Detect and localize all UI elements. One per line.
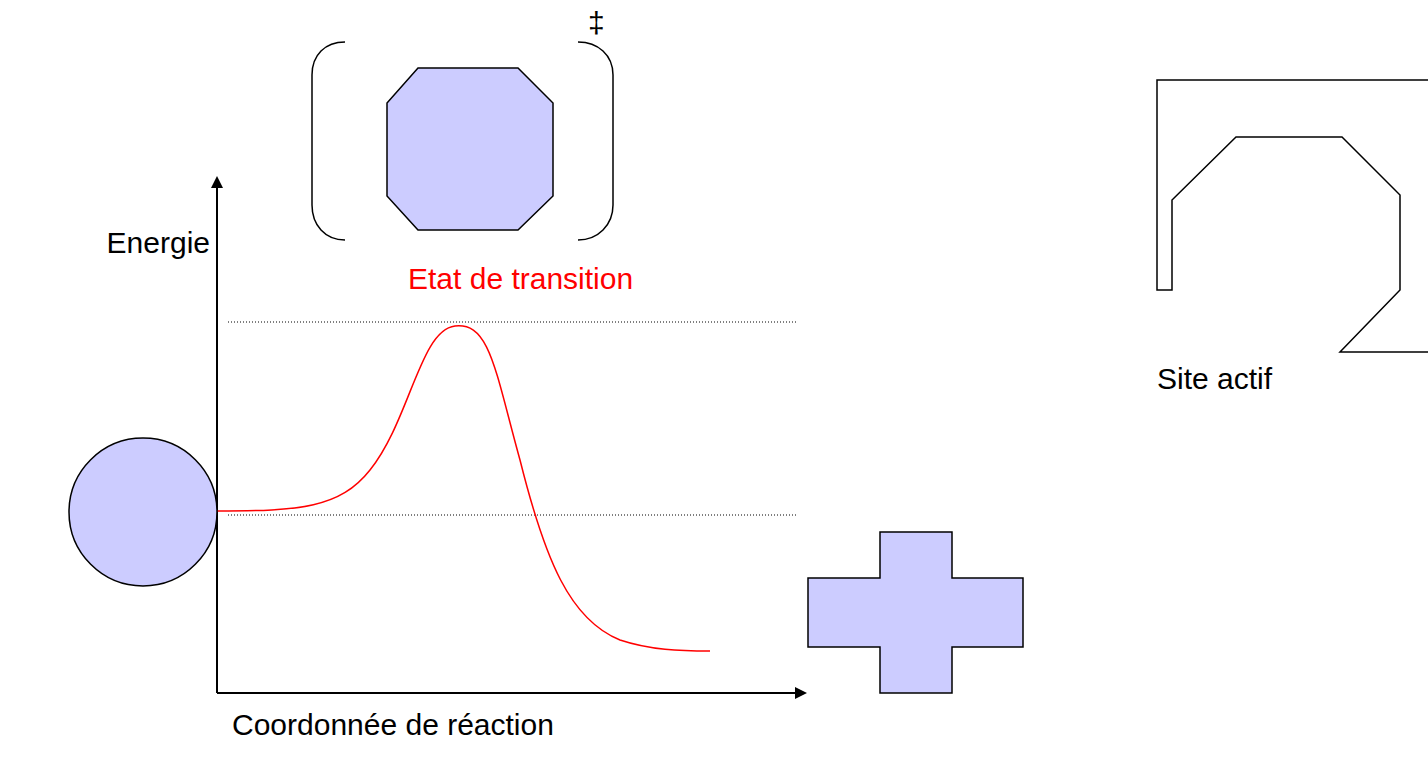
- bracket: [312, 42, 345, 240]
- transition-state: Etat de transition: [321, 40, 721, 302]
- x-axis: [217, 692, 805, 694]
- node-label: Etat de transition: [408, 262, 633, 297]
- active-site: Site actif: [1150, 75, 1428, 405]
- energy-curve: [217, 326, 710, 651]
- product-cross: [808, 532, 1023, 693]
- axis-label: Coordonnée de réaction: [232, 708, 554, 743]
- double-dagger: ‡: [588, 6, 605, 41]
- dotted-level: [228, 322, 797, 323]
- y-axis: [216, 178, 218, 693]
- node-label: Site actif: [1157, 362, 1272, 397]
- reactant-circle: [69, 438, 217, 586]
- dotted-level: [228, 515, 797, 516]
- bracket: [578, 42, 613, 240]
- active-site-shape: [1150, 75, 1428, 405]
- axis-label: Energie: [107, 226, 210, 261]
